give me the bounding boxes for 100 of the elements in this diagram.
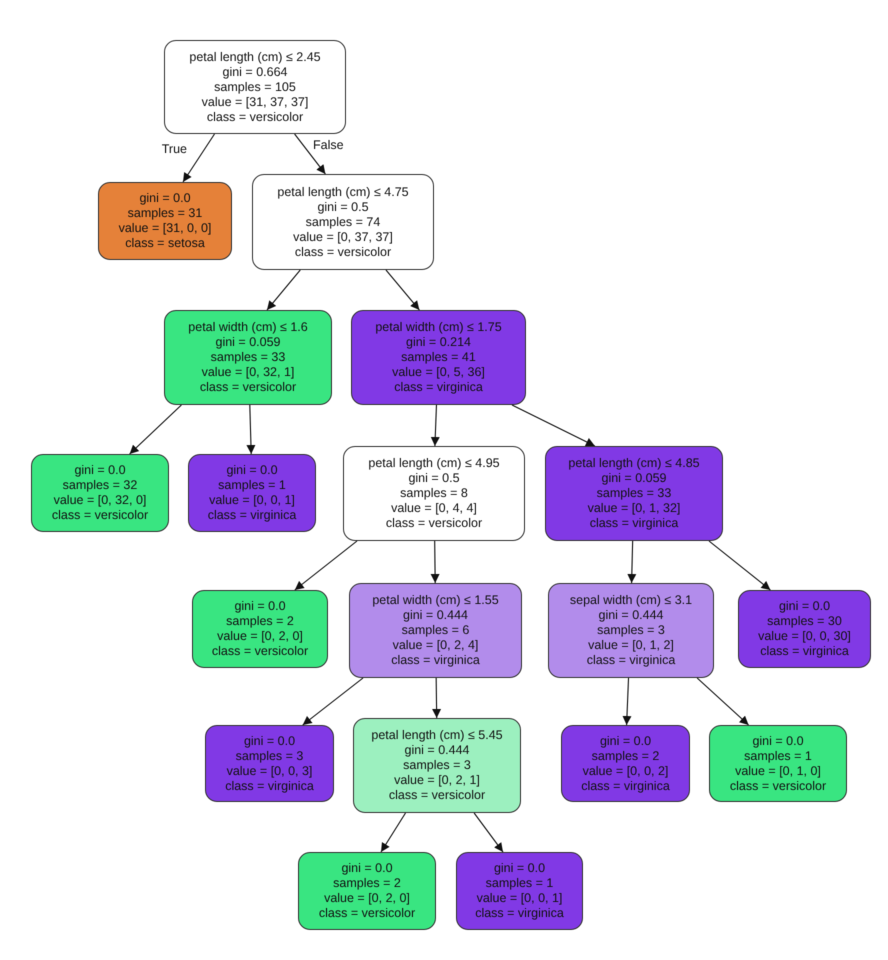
tree-node — [456, 852, 583, 930]
node-text: samples = 74 — [306, 214, 380, 230]
node-text: value = [0, 2, 0] — [324, 891, 410, 906]
arrow — [430, 541, 440, 583]
tree-node — [298, 852, 436, 930]
tree-node — [561, 725, 690, 802]
node-text: class = versicolor — [212, 644, 308, 659]
edge-label: True — [160, 142, 188, 156]
tree-node — [351, 310, 526, 405]
arrow — [380, 812, 406, 852]
node-text: class = versicolor — [386, 516, 482, 531]
node-text: value = [0, 0, 3] — [226, 764, 312, 778]
tree-node — [343, 446, 525, 541]
node-text: gini = 0.0 — [600, 734, 652, 748]
node-text: petal length (cm) ≤ 4.95 — [368, 456, 500, 471]
node-text: class = virginica — [581, 778, 670, 794]
node-text: samples = 3 — [597, 623, 665, 638]
node-text: class = versicolor — [318, 906, 416, 921]
node-text: samples = 2 — [592, 748, 660, 764]
node-text: gini = 0.059 — [216, 335, 280, 350]
node-text: value = [0, 0, 1] — [209, 493, 295, 508]
node-text: samples = 32 — [62, 478, 138, 493]
node-text: gini = 0.0 — [74, 463, 126, 478]
node-text: value = [0, 32, 1] — [202, 365, 294, 380]
arrow — [696, 678, 749, 726]
node-text: petal length (cm) ≤ 5.45 — [371, 728, 503, 743]
node-text: class = versicolor — [388, 788, 486, 803]
node-text: samples = 31 — [128, 206, 202, 221]
arrow — [294, 134, 326, 174]
node-text: samples = 2 — [226, 614, 294, 629]
node-text: samples = 8 — [400, 486, 468, 501]
node-text: value = [0, 37, 37] — [293, 230, 393, 244]
node-text: gini = 0.0 — [226, 463, 278, 478]
node-text: gini = 0.059 — [602, 471, 666, 486]
node-text: samples = 30 — [767, 614, 842, 629]
node-text: gini = 0.5 — [317, 200, 369, 214]
node-text: petal width (cm) ≤ 1.75 — [375, 320, 502, 335]
tree-node — [709, 725, 847, 802]
node-text: samples = 1 — [486, 876, 554, 891]
arrow — [182, 134, 215, 182]
arrow — [294, 540, 358, 590]
node-text: class = versicolor — [294, 244, 392, 260]
arrow — [129, 404, 182, 454]
tree-node — [31, 454, 169, 532]
node-text: value = [0, 5, 36] — [392, 365, 485, 380]
node-text: class = versicolor — [730, 778, 826, 794]
node-text: class = virginica — [208, 508, 296, 523]
node-text: value = [0, 0, 2] — [582, 764, 668, 778]
tree-node — [192, 590, 328, 668]
arrow — [430, 404, 440, 446]
node-text: class = versicolor — [52, 508, 148, 523]
node-text: class = virginica — [586, 653, 676, 668]
node-text: gini = 0.5 — [408, 471, 460, 486]
node-text: samples = 105 — [214, 80, 296, 94]
arrow — [622, 678, 632, 726]
node-text: petal length (cm) ≤ 4.85 — [568, 456, 700, 471]
node-text: samples = 1 — [218, 478, 286, 493]
edge-label: False — [312, 138, 345, 152]
node-text: gini = 0.444 — [403, 608, 468, 623]
node-text: gini = 0.0 — [139, 191, 191, 206]
node-text: gini = 0.214 — [406, 335, 471, 350]
tree-node — [205, 725, 334, 802]
node-text: petal length (cm) ≤ 4.75 — [277, 184, 409, 200]
tree-node — [164, 40, 346, 134]
node-text: gini = 0.664 — [222, 64, 288, 80]
node-text: class = setosa — [125, 236, 205, 251]
node-text: value = [0, 0, 1] — [476, 891, 562, 906]
node-text: value = [0, 1, 0] — [735, 764, 821, 778]
node-text: class = virginica — [760, 644, 849, 659]
arrow — [474, 812, 504, 852]
node-text: samples = 41 — [401, 350, 476, 365]
node-text: class = versicolor — [206, 110, 304, 124]
tree-node — [188, 454, 316, 532]
node-text: sepal width (cm) ≤ 3.1 — [570, 593, 692, 608]
arrow — [512, 404, 596, 446]
node-text: value = [0, 32, 0] — [54, 493, 146, 508]
node-text: petal length (cm) ≤ 2.45 — [189, 50, 321, 64]
node-text: samples = 6 — [402, 623, 470, 638]
node-text: gini = 0.444 — [404, 743, 470, 758]
node-text: gini = 0.0 — [778, 599, 830, 614]
node-text: petal width (cm) ≤ 1.6 — [188, 320, 308, 335]
node-text: class = virginica — [590, 516, 678, 531]
node-text: gini = 0.444 — [598, 608, 664, 623]
arrow — [266, 270, 301, 310]
node-text: value = [31, 0, 0] — [118, 221, 212, 236]
node-text: gini = 0.0 — [494, 861, 546, 876]
arrow — [627, 540, 636, 584]
tree-node — [548, 583, 714, 678]
arrow — [246, 404, 256, 454]
tree-node — [738, 590, 871, 668]
node-text: value = [0, 4, 4] — [391, 501, 477, 516]
tree-node — [98, 182, 232, 260]
tree-node — [545, 446, 723, 541]
tree-node — [164, 310, 332, 405]
tree-node — [252, 174, 434, 270]
node-text: samples = 33 — [210, 350, 286, 365]
node-text: class = virginica — [394, 380, 483, 395]
node-text: value = [0, 1, 2] — [588, 638, 674, 653]
node-text: samples = 1 — [744, 748, 812, 764]
node-text: samples = 33 — [596, 486, 672, 501]
